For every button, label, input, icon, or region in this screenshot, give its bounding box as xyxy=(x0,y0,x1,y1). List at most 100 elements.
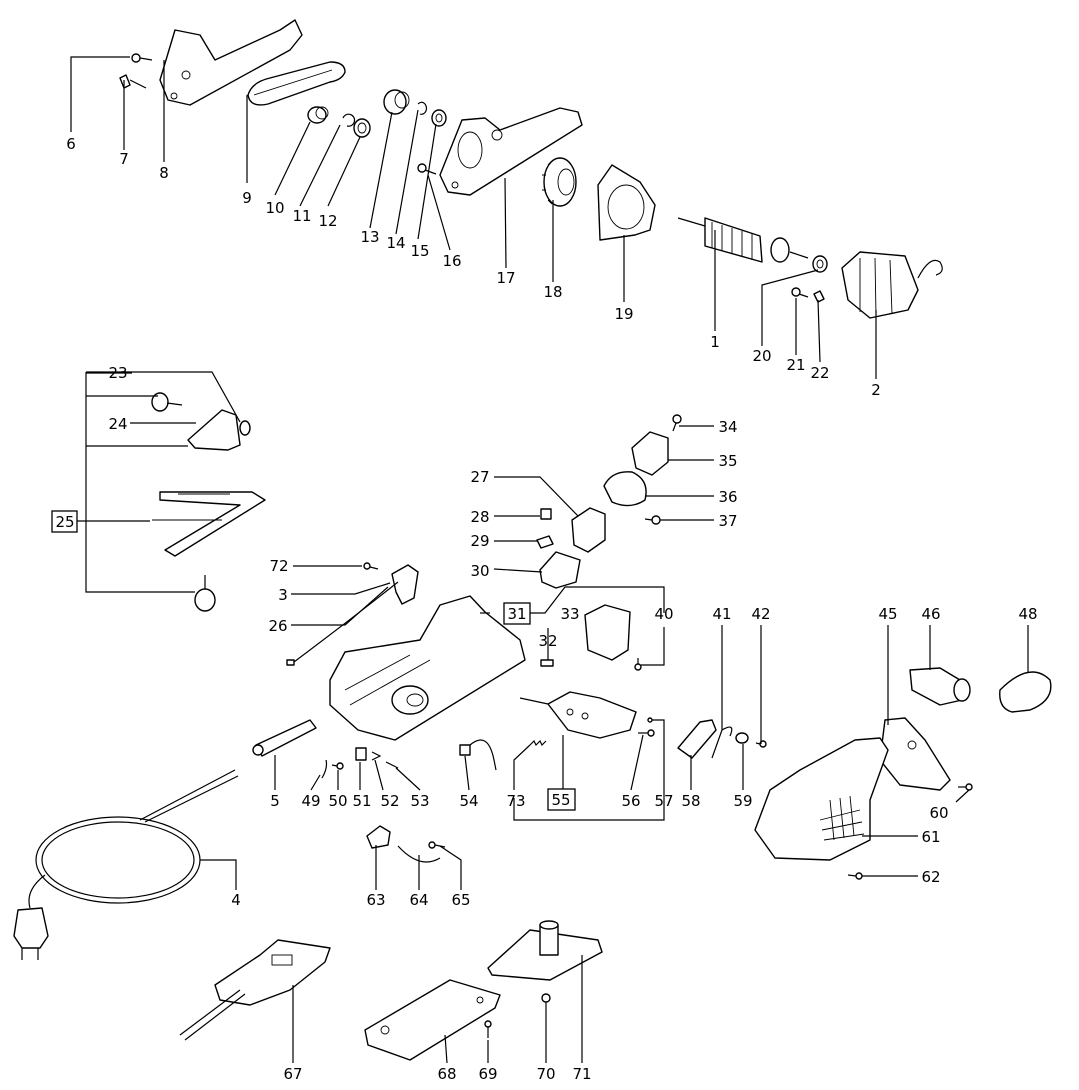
label-53: 53 xyxy=(410,792,429,810)
label-7: 7 xyxy=(119,150,129,168)
part-4-mains-cable xyxy=(13,769,239,960)
leader-lines xyxy=(70,56,1029,1064)
label-60: 60 xyxy=(929,804,948,822)
part-49-clip xyxy=(321,759,328,779)
part-17-gear-housing xyxy=(439,107,583,196)
label-41: 41 xyxy=(712,605,731,623)
label-3: 3 xyxy=(278,586,288,604)
part-1-armature xyxy=(677,217,809,263)
part-51-carbon-brush xyxy=(355,747,367,761)
part-56-screw xyxy=(638,729,655,737)
label-28: 28 xyxy=(470,508,489,526)
part-54-suppressor xyxy=(459,739,497,771)
label-45: 45 xyxy=(878,605,897,623)
label-32: 32 xyxy=(538,632,557,650)
label-33: 33 xyxy=(560,605,579,623)
label-4: 4 xyxy=(231,891,241,909)
label-13: 13 xyxy=(360,228,379,246)
label-67: 67 xyxy=(283,1065,302,1083)
part-main-housing xyxy=(329,595,526,741)
part-27-gear-ring xyxy=(571,507,606,553)
part-14-washer xyxy=(417,101,428,115)
label-14: 14 xyxy=(386,234,405,252)
label-2: 2 xyxy=(871,381,881,399)
part-5-cable-sleeve xyxy=(255,719,317,757)
label-24: 24 xyxy=(108,415,127,433)
label-11: 11 xyxy=(292,207,311,225)
part-7-pin xyxy=(119,74,147,89)
label-59: 59 xyxy=(733,792,752,810)
part-73-spring xyxy=(529,739,547,747)
part-55-cutter-block xyxy=(519,691,637,739)
label-19: 19 xyxy=(614,305,633,323)
part-23-ring xyxy=(239,420,251,436)
label-box-55 xyxy=(547,788,576,811)
label-10: 10 xyxy=(265,199,284,217)
label-25: 25 xyxy=(55,513,74,531)
label-5: 5 xyxy=(270,792,280,810)
label-box-25 xyxy=(51,510,78,533)
part-28-knob xyxy=(540,508,552,520)
label-58: 58 xyxy=(681,792,700,810)
label-73: 73 xyxy=(506,792,525,810)
part-32-screw xyxy=(540,659,554,667)
part-3-switch xyxy=(391,564,419,605)
part-drawings xyxy=(13,19,1052,1061)
label-12: 12 xyxy=(318,212,337,230)
label-16: 16 xyxy=(442,252,461,270)
label-36: 36 xyxy=(718,488,737,506)
part-20-bearing xyxy=(812,255,828,273)
label-29: 29 xyxy=(470,532,489,550)
part-60-screw xyxy=(958,783,973,791)
label-8: 8 xyxy=(159,164,169,182)
part-63-switch-unit xyxy=(366,825,391,849)
part-72-screw xyxy=(363,562,379,570)
part-24-bracket xyxy=(187,409,241,451)
label-23: 23 xyxy=(108,364,127,382)
part-52-brush-holder xyxy=(371,751,382,761)
label-9: 9 xyxy=(242,189,252,207)
part-13-pulley xyxy=(383,89,410,115)
part-23-knob xyxy=(151,392,183,412)
part-25-knob xyxy=(194,575,216,612)
part-29-clip xyxy=(536,535,554,549)
label-box-31 xyxy=(503,602,531,625)
label-69: 69 xyxy=(478,1065,497,1083)
part-62-screw xyxy=(847,872,863,880)
part-71-base-with-post xyxy=(487,920,603,981)
label-72: 72 xyxy=(269,557,288,575)
part-2-stator xyxy=(841,251,943,319)
label-52: 52 xyxy=(380,792,399,810)
label-27: 27 xyxy=(470,468,489,486)
part-61-motor-housing xyxy=(754,737,889,861)
part-41-clip xyxy=(721,726,733,737)
label-49: 49 xyxy=(301,792,320,810)
part-9-belt xyxy=(247,61,346,106)
part-50-screw xyxy=(331,762,344,770)
label-17: 17 xyxy=(496,269,515,287)
label-54: 54 xyxy=(459,792,478,810)
part-35-knob xyxy=(631,431,669,476)
part-labels: 6 7 8 9 10 11 12 13 14 15 16 17 18 19 1 … xyxy=(55,135,1037,1083)
part-45-handle-cover xyxy=(879,717,951,791)
label-20: 20 xyxy=(752,347,771,365)
label-21: 21 xyxy=(786,356,805,374)
part-22-clip xyxy=(813,290,825,303)
part-25-parallel-guide xyxy=(159,491,266,557)
label-56: 56 xyxy=(621,792,640,810)
part-36-ring xyxy=(603,471,647,507)
label-31: 31 xyxy=(507,605,526,623)
part-10-pulley xyxy=(307,106,329,124)
label-6: 6 xyxy=(66,135,76,153)
label-46: 46 xyxy=(921,605,940,623)
part-40-screw xyxy=(634,658,642,671)
part-37-screw xyxy=(644,515,661,525)
part-68-base-plate xyxy=(364,979,501,1061)
part-15-bearing xyxy=(431,109,447,127)
part-18-gear xyxy=(542,157,577,207)
label-63: 63 xyxy=(366,891,385,909)
part-48-elbow xyxy=(999,671,1052,713)
label-18: 18 xyxy=(543,283,562,301)
label-48: 48 xyxy=(1018,605,1037,623)
